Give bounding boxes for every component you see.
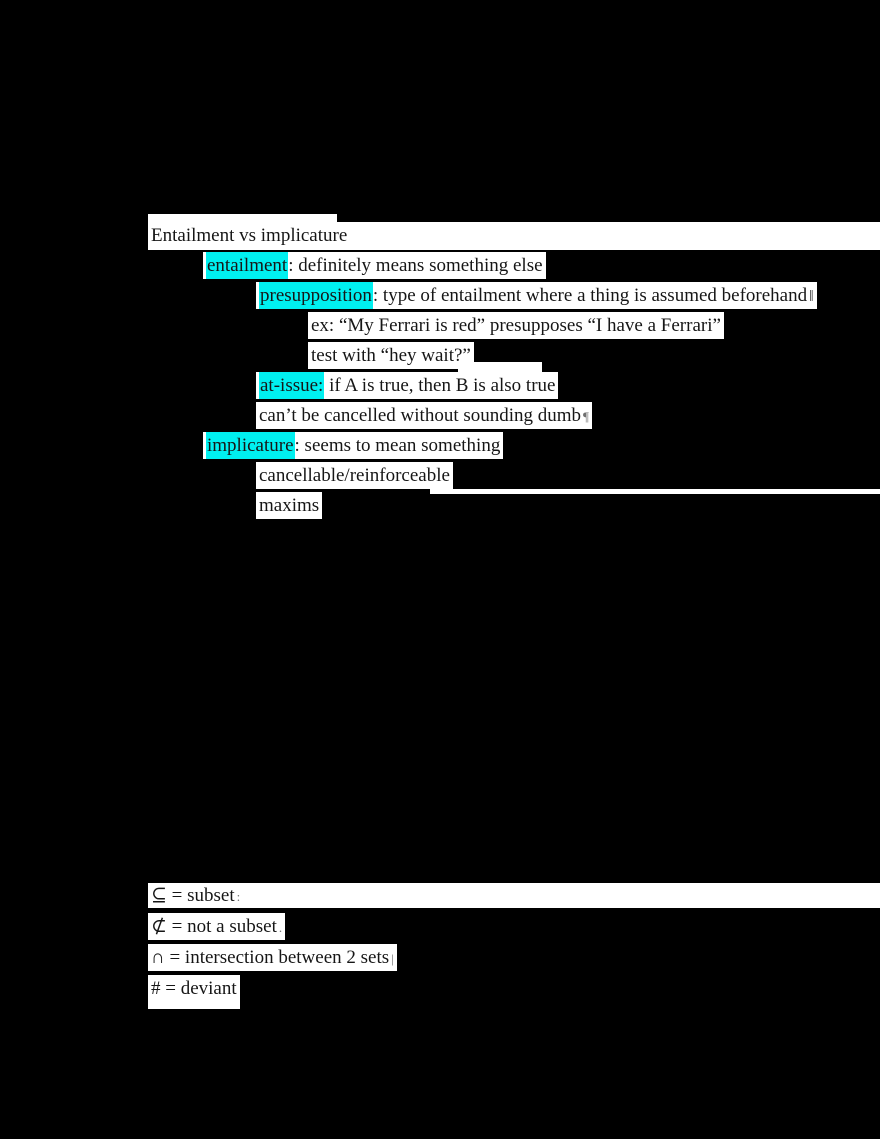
at-issue-line: at-issue: if A is true, then B is also t… — [256, 372, 559, 399]
intersection-line-cursor-mark: | — [391, 951, 394, 966]
title-top-cap — [148, 214, 337, 223]
deviant-line-text: # = deviant — [151, 978, 237, 999]
cancelled-line-cursor-mark: ¶ — [583, 409, 589, 424]
cancellable-line-text: cancellable/reinforceable — [259, 465, 450, 486]
subset-line-text: ⊆ = subset — [151, 885, 235, 906]
title-line: Entailment vs implicature — [148, 222, 880, 250]
subset-line: ⊆ = subset: — [148, 883, 880, 908]
subset-line-cursor-mark: : — [236, 889, 241, 904]
ferrari-example-line: ex: “My Ferrari is red” presupposes “I h… — [308, 312, 724, 339]
presupposition-line: presupposition: type of entailment where… — [256, 282, 817, 309]
not-subset-line-text: ⊄ = not a subset — [151, 916, 277, 937]
implicature-line-text: : seems to mean something — [294, 435, 501, 456]
presupposition-line-highlighted-term: presupposition — [259, 282, 373, 309]
at-issue-line-highlighted-term: at-issue: — [259, 372, 325, 399]
maxims-line-text: maxims — [259, 495, 320, 516]
presupposition-line-text: : type of entailment where a thing is as… — [372, 285, 808, 306]
at-issue-line-text: if A is true, then B is also true — [324, 375, 556, 396]
cancelled-line: can’t be cancelled without sounding dumb… — [256, 402, 592, 429]
maxims-line: maxims — [256, 492, 323, 519]
entailment-line: entailment: definitely means something e… — [203, 252, 546, 279]
presupposition-line-cursor-mark: ‖ — [809, 288, 814, 305]
cancelled-line-text: can’t be cancelled without sounding dumb — [259, 405, 582, 426]
implicature-line-highlighted-term: implicature — [206, 432, 295, 459]
cancellable-line: cancellable/reinforceable — [256, 462, 453, 489]
hey-wait-test-line: test with “hey wait?” — [308, 342, 474, 369]
ferrari-example-line-text: ex: “My Ferrari is red” presupposes “I h… — [311, 315, 721, 336]
deviant-line: # = deviant — [148, 975, 240, 1009]
intersection-line: ∩ = intersection between 2 sets| — [148, 944, 397, 971]
entailment-line-highlighted-term: entailment — [206, 252, 289, 279]
not-subset-line: ⊄ = not a subset. — [148, 913, 286, 940]
hey-wait-test-line-text: test with “hey wait?” — [311, 345, 471, 366]
implicature-line: implicature: seems to mean something — [203, 432, 504, 459]
partial-render-patch — [458, 362, 542, 374]
partial-render-strip — [430, 489, 880, 494]
entailment-line-text: : definitely means something else — [288, 255, 543, 276]
title-line-text: Entailment vs implicature — [151, 225, 348, 246]
intersection-line-text: ∩ = intersection between 2 sets — [151, 947, 390, 968]
not-subset-line-cursor-mark: . — [278, 920, 283, 935]
